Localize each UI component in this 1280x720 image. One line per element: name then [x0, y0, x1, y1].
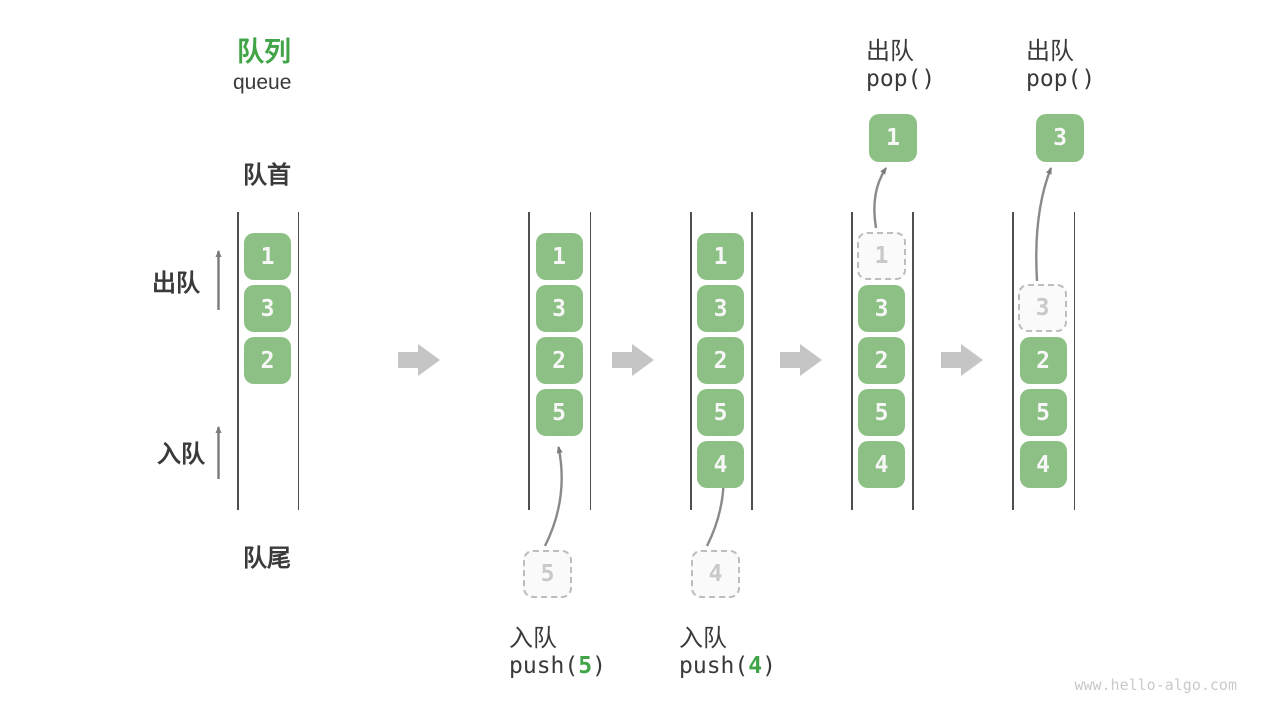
queue-rail [297, 212, 299, 510]
removed-cell: 1 [857, 232, 906, 280]
push-fn-arg: 5 [578, 653, 593, 679]
queue-cell: 2 [244, 337, 291, 384]
queue-cell: 4 [1019, 441, 1067, 488]
removed-cell: 3 [1018, 284, 1067, 332]
queue-cell: 3 [535, 285, 583, 332]
queue-cell: 1 [697, 233, 744, 280]
queue-rail [589, 212, 591, 510]
queue-rail [1012, 212, 1014, 510]
page-subtitle: queue [233, 71, 292, 94]
enqueue-5-arrow [543, 446, 563, 547]
pop-op-call: pop() [1026, 66, 1096, 92]
queue-cell: 3 [244, 285, 291, 332]
popped-cell: 3 [1036, 114, 1084, 162]
push-fn-prefix: push( [509, 653, 579, 679]
queue-cell: 5 [697, 389, 744, 436]
transition-arrow [780, 344, 822, 376]
push-op-call: push(4) [679, 653, 776, 679]
push-fn-suffix: ) [762, 653, 776, 679]
queue-rail [690, 212, 692, 510]
rear-label: 队尾 [243, 545, 291, 572]
pop-1-arrow [873, 167, 888, 229]
queue-rail [912, 212, 914, 510]
transition-arrow [941, 344, 983, 376]
incoming-cell: 4 [691, 550, 740, 598]
pop-op-label: 出队 [866, 38, 914, 65]
queue-cell: 5 [535, 389, 583, 436]
push-fn-arg: 4 [748, 653, 763, 679]
popped-cell: 1 [869, 114, 917, 162]
watermark: www.hello-algo.com [1074, 676, 1237, 694]
dequeue-side-label: 出队 [152, 270, 200, 297]
transition-arrow [612, 344, 654, 376]
push-op-label: 入队 [509, 625, 557, 652]
queue-cell: 3 [858, 285, 905, 332]
queue-rail [751, 212, 753, 510]
queue-cell: 2 [858, 337, 905, 384]
queue-rail [1073, 212, 1075, 510]
queue-cell: 1 [244, 233, 291, 280]
push-op-call: push(5) [509, 653, 606, 679]
transition-arrow [398, 344, 440, 376]
queue-rail [851, 212, 853, 510]
queue-rail [528, 212, 530, 510]
queue-rail [237, 212, 239, 510]
enqueue-side-label: 入队 [157, 441, 205, 468]
queue-cell: 2 [697, 337, 744, 384]
queue-cell: 3 [697, 285, 744, 332]
incoming-cell: 5 [523, 550, 572, 598]
pop-op-call: pop() [866, 66, 936, 92]
push-fn-prefix: push( [679, 653, 749, 679]
front-label: 队首 [243, 162, 291, 189]
queue-cell: 4 [697, 441, 744, 488]
page-title: 队列 [237, 37, 291, 67]
queue-cell: 1 [535, 233, 583, 280]
push-fn-suffix: ) [592, 653, 606, 679]
queue-cell: 2 [535, 337, 583, 384]
pop-3-arrow [1035, 167, 1053, 282]
pop-op-label: 出队 [1026, 38, 1074, 65]
queue-cell: 5 [858, 389, 905, 436]
queue-cell: 4 [858, 441, 905, 488]
queue-cell: 5 [1019, 389, 1067, 436]
queue-cell: 2 [1019, 337, 1067, 384]
push-op-label: 入队 [679, 625, 727, 652]
